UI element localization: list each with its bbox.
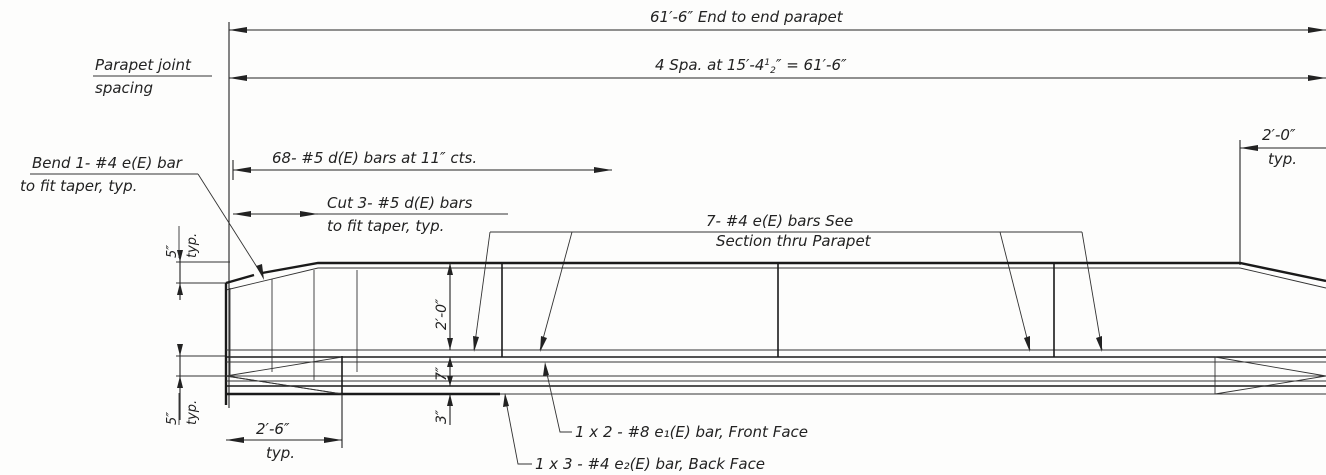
back-face-label: 1 x 3 - #4 e₂(E) bar, Back Face bbox=[535, 455, 765, 473]
top-taper-dimension: 5″ typ. bbox=[165, 226, 230, 300]
top-taper-num: 5″ bbox=[165, 245, 180, 258]
height-3in-dimension: 3″ bbox=[434, 394, 453, 425]
joint-spacing-tail: ″ = 61′-6″ bbox=[776, 56, 847, 74]
bottom-length-typ: typ. bbox=[266, 444, 295, 462]
bottom-taper-dimension: 5″ typ. bbox=[165, 344, 226, 425]
right-typ-value: 2′-0″ bbox=[1262, 126, 1296, 144]
height-7in-dimension: 7″ bbox=[434, 357, 453, 386]
parapet-elevation bbox=[224, 261, 1326, 405]
d-bars-note: 68- #5 d(E) bars at 11″ cts. bbox=[272, 149, 477, 167]
height-7in-label: 7″ bbox=[434, 366, 450, 381]
top-taper-typ: typ. bbox=[185, 233, 200, 258]
joint-spacing-value: 4 Spa. at 15′-4 bbox=[655, 56, 764, 74]
cut-note-line-1: Cut 3- #5 d(E) bars bbox=[327, 194, 473, 212]
e-bars-note-line-1: 7- #4 e(E) bars See bbox=[706, 212, 853, 230]
joint-spacing-dimension: 4 Spa. at 15′-412″ = 61′-6″ Parapet join… bbox=[93, 56, 1326, 97]
right-typ-dimension: 2′-0″ typ. bbox=[1239, 126, 1326, 265]
bottom-length-dimension: 2′-6″ typ. bbox=[226, 394, 343, 462]
height-3in-label: 3″ bbox=[434, 409, 450, 424]
joint-label-1: Parapet joint bbox=[95, 56, 192, 74]
height-2ft-label: 2′-0″ bbox=[434, 298, 450, 330]
height-2ft-dimension: 2′-0″ bbox=[434, 263, 453, 350]
bend-note-line-2: to fit taper, typ. bbox=[20, 177, 137, 195]
front-face-label: 1 x 2 - #8 e₁(E) bar, Front Face bbox=[575, 423, 808, 441]
d-bars-dimension: 68- #5 d(E) bars at 11″ cts. bbox=[232, 149, 612, 180]
front-face-note: 1 x 2 - #8 e₁(E) bar, Front Face bbox=[543, 362, 808, 441]
joint-spacing-frac-num: 1 bbox=[764, 58, 770, 68]
end-to-end-dimension: 61′-6″ End to end parapet bbox=[229, 8, 1326, 33]
right-typ-label: typ. bbox=[1268, 150, 1297, 168]
svg-text:4 Spa. at 15′-412″ = 61′-6″: 4 Spa. at 15′-412″ = 61′-6″ bbox=[655, 56, 847, 76]
bottom-taper-num: 5″ bbox=[165, 412, 180, 425]
bend-note-line-1: Bend 1- #4 e(E) bar bbox=[32, 154, 183, 172]
joint-spacing-frac-den: 2 bbox=[770, 66, 776, 76]
bottom-taper-typ: typ. bbox=[185, 400, 200, 425]
joint-label-2: spacing bbox=[95, 79, 153, 97]
back-face-note: 1 x 3 - #4 e₂(E) bar, Back Face bbox=[503, 393, 765, 473]
e-bars-note: 7- #4 e(E) bars See Section thru Parapet bbox=[473, 212, 1103, 352]
bottom-length-value: 2′-6″ bbox=[256, 420, 290, 438]
cut-note: Cut 3- #5 d(E) bars to fit taper, typ. bbox=[233, 194, 508, 235]
end-to-end-label: 61′-6″ End to end parapet bbox=[650, 8, 844, 26]
cut-note-line-2: to fit taper, typ. bbox=[327, 217, 444, 235]
e-bars-note-line-2: Section thru Parapet bbox=[716, 232, 872, 250]
bend-note: Bend 1- #4 e(E) bar to fit taper, typ. bbox=[20, 154, 264, 280]
